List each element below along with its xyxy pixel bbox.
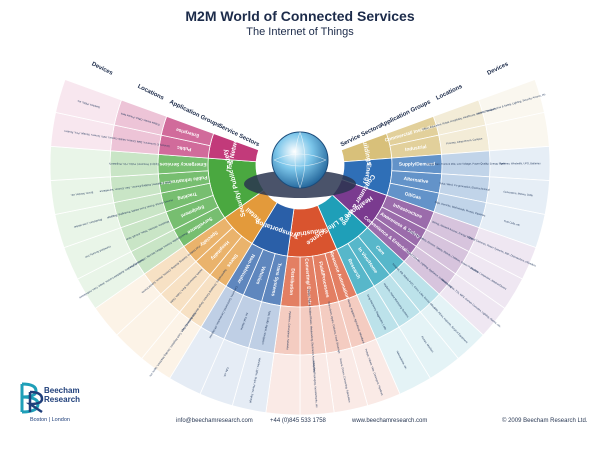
globe-icon	[271, 131, 329, 189]
device-text-1-0: Turbines, Windmills, UPS, Batteries	[499, 161, 541, 165]
location-text-1-1: Solar, Wind, Co-generation, Electrochemi…	[439, 181, 490, 192]
sector-label-4: Industrial	[294, 227, 324, 238]
group-label-1-2: Oil/Gas	[404, 191, 422, 201]
group-label-7-4: Emergency Services	[159, 161, 206, 167]
device-text-7-3: Enviro. Monitor, etc.	[70, 191, 94, 198]
location-text-7-4: Equip & Personnel, Police, Fire, Regulat…	[108, 162, 159, 166]
device-text-1-1: Generators, Meters, Drills	[503, 189, 534, 197]
logo-name-line2: Research	[44, 395, 81, 404]
device-text-5-1: Tolls, etc.	[223, 367, 230, 379]
group-label-4-2: Converting/ Discrete	[303, 258, 312, 306]
location-text-5-1: Air, Rail, Marine	[239, 312, 249, 331]
device-text-8-0: Servers, Storage, PCs, Routers	[63, 129, 100, 138]
device-text-7-2: Breakdown, Lone Worker	[73, 218, 102, 230]
globe-grid	[273, 131, 327, 189]
device-text-1-2: Fuel Cells, etc.	[503, 219, 521, 227]
footer-website[interactable]: www.beechamresearch.com	[352, 418, 428, 424]
device-text-8-1: Switches, PBXs, etc.	[76, 99, 100, 110]
globe-hub	[244, 131, 356, 198]
beecham-logo-icon	[20, 382, 44, 414]
group-label-8-0: Public	[176, 144, 191, 152]
footer-email[interactable]: info@beechamresearch.com	[176, 418, 253, 424]
location-text-1-0: Power Gen, Trans & Dist, Low Voltage, Po…	[427, 161, 506, 165]
location-text-4-2: Metals, Papers, Rubber/Plastic, Metalwor…	[307, 289, 317, 373]
ring-label-right-3: Devices	[486, 61, 510, 77]
device-text-4-2: Assembly/Packaging, Vessels/Tanks, etc.	[312, 361, 319, 409]
location-text-4-3: Pipelines, Conveyance, Networks	[286, 311, 293, 351]
logo-name: Beecham Research	[44, 386, 80, 404]
device-7-4	[49, 145, 111, 181]
footer-phone: +44 (0)845 533 1758	[270, 418, 326, 424]
sector-label-1: Energy	[362, 162, 372, 185]
logo-name-line1: Beecham	[44, 386, 80, 395]
location-text-5-0: Tolls, Traffic Mgmt, Navigation	[261, 310, 272, 345]
group-label-1-0: Supply/Demand	[399, 161, 435, 167]
device-8-1	[55, 78, 122, 126]
diagram-subtitle: The Internet of Things	[246, 26, 354, 38]
group-label-3-0: Care	[374, 245, 386, 257]
group-label-7-2: Tracking	[177, 190, 198, 201]
ring-label-left-1: Locations	[136, 84, 165, 102]
logo-cities: Boston | London	[30, 417, 70, 423]
group-label-1-1: Alternative	[403, 176, 429, 185]
group-label-0-1: Industrial	[405, 144, 427, 153]
footer-copyright: © 2009 Beecham Research Ltd.	[502, 418, 588, 424]
ring-label-left-0: Devices	[91, 61, 115, 77]
location-text-0-1: Process, Clean Room, Campus	[446, 136, 483, 145]
ring-label-right-2: Locations	[435, 84, 464, 102]
group-label-4-3: Distribution	[288, 268, 296, 295]
diagram-title: M2M World of Connected Services	[185, 8, 415, 24]
